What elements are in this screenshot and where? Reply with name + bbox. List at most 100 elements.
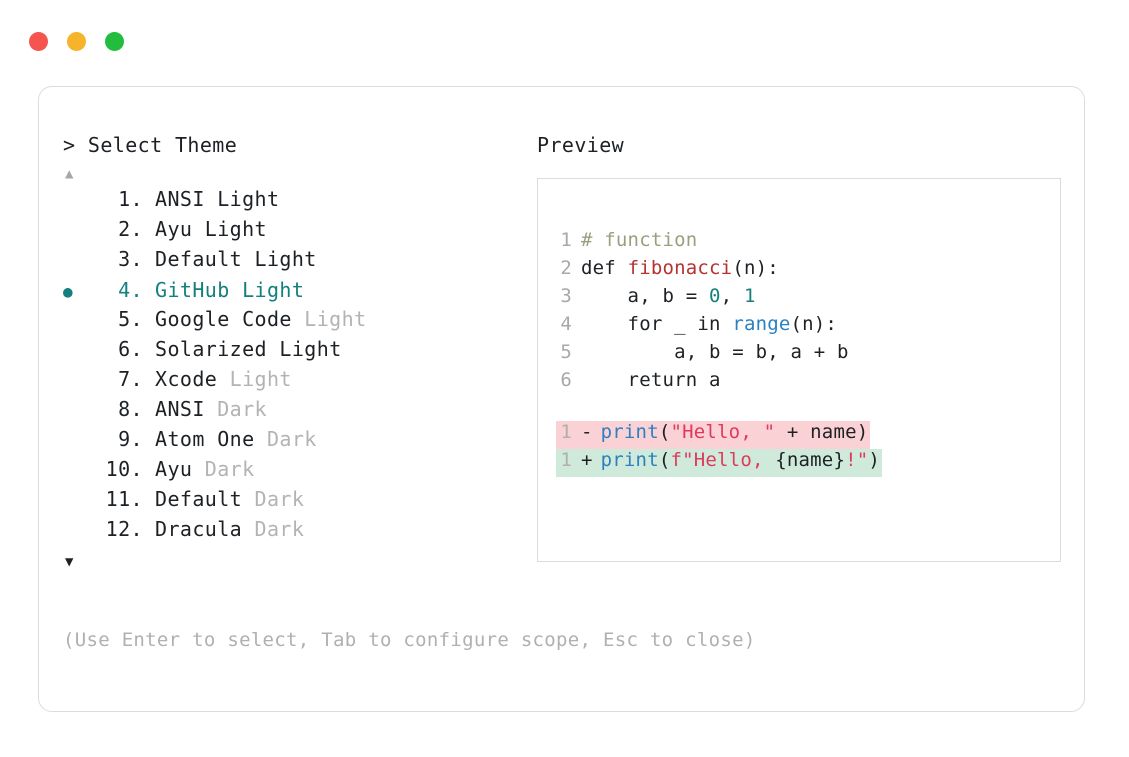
theme-item-index: 11.	[105, 487, 143, 511]
line-number: 1	[560, 229, 572, 251]
theme-item-name: Atom One	[155, 427, 255, 451]
theme-item-index: 9.	[118, 427, 143, 451]
code-line: 6 return a	[556, 369, 1060, 397]
theme-list-item[interactable]: 11. Default Dark	[63, 487, 533, 517]
theme-item-name: ANSI	[155, 187, 205, 211]
theme-item-variant: Light	[229, 278, 305, 302]
theme-item-variant: Dark	[242, 517, 305, 541]
code-line-text: for _ in range(n):	[581, 313, 837, 335]
window-controls	[29, 32, 124, 51]
theme-list-item[interactable]: 2.Ayu Light	[63, 217, 533, 247]
code-token: (	[658, 421, 671, 443]
theme-item-index: 12.	[105, 517, 143, 541]
line-number: 4	[560, 313, 572, 335]
line-number: 2	[560, 257, 572, 279]
scroll-down-icon[interactable]: ▼	[65, 554, 74, 570]
diff-block: 1-print("Hello, " + name)1+print(f"Hello…	[556, 421, 1060, 477]
theme-list-item[interactable]: 12.Dracula Dark	[63, 517, 533, 547]
line-number: 5	[560, 341, 572, 363]
theme-item-variant: Dark	[204, 397, 267, 421]
code-line: 4 for _ in range(n):	[556, 313, 1060, 341]
theme-list-item[interactable]: 7.Xcode Light	[63, 367, 533, 397]
theme-item-index: 8.	[118, 397, 143, 421]
diff-sign: -	[581, 421, 593, 443]
code-line: 1 # function	[556, 229, 1060, 257]
code-token: def	[581, 257, 628, 279]
code-line-text: def fibonacci(n):	[581, 257, 779, 279]
code-token: f"Hello,	[670, 449, 776, 471]
code-token: range	[732, 313, 791, 335]
theme-item-index: 1.	[118, 187, 143, 211]
theme-item-variant: Light	[291, 307, 367, 331]
line-number: 1	[560, 449, 572, 471]
theme-item-variant: Light	[192, 217, 267, 241]
close-button[interactable]	[29, 32, 48, 51]
theme-item-variant: Light	[204, 187, 280, 211]
code-token: 1	[743, 285, 756, 307]
theme-list-item[interactable]: 10. Ayu Dark	[63, 457, 533, 487]
diff-line-added: 1+print(f"Hello, {name}!")	[556, 449, 883, 477]
minimize-button[interactable]	[67, 32, 86, 51]
line-number: 1	[560, 421, 572, 443]
theme-item-index: 10.	[105, 457, 143, 481]
code-token: (n):	[732, 257, 779, 279]
code-token: a, b = b, a + b	[581, 341, 849, 363]
code-line-text: a, b = 0, 1	[581, 285, 756, 307]
code-token: )	[868, 449, 881, 471]
theme-list-item[interactable]: 3. Default Light	[63, 247, 533, 277]
theme-item-index: 3.	[118, 247, 143, 271]
code-token: print	[600, 421, 659, 443]
code-token: (	[658, 449, 671, 471]
code-token: # function	[581, 229, 698, 251]
theme-item-name: Default	[155, 247, 243, 271]
code-token: 0	[709, 285, 721, 307]
theme-item-name: Ayu	[155, 457, 193, 481]
theme-list-item[interactable]: 8. ANSI Dark	[63, 397, 533, 427]
preview-title: Preview	[537, 133, 625, 157]
code-line: 5 a, b = b, a + b	[556, 341, 1060, 369]
theme-item-index: 2.	[118, 217, 143, 241]
theme-item-variant: Light	[266, 337, 342, 361]
code-line: 3 a, b = 0, 1	[556, 285, 1060, 313]
code-token: (n):	[790, 313, 838, 335]
theme-item-index: 6.	[118, 337, 143, 361]
theme-list-item[interactable]: 6.Solarized Light	[63, 337, 533, 367]
theme-item-variant: Light	[242, 247, 317, 271]
code-token: !"	[845, 449, 869, 471]
code-token: return a	[581, 369, 721, 391]
diff-line-wrapper: 1-print("Hello, " + name)	[556, 421, 1060, 449]
theme-item-variant: Light	[217, 367, 292, 391]
code-token: + name)	[775, 421, 869, 443]
scroll-up-icon[interactable]: ▲	[65, 166, 74, 182]
diff-line-text: print("Hello, " + name)	[601, 421, 869, 443]
theme-list-item[interactable]: 9. Atom One Dark	[63, 427, 533, 457]
theme-item-variant: Dark	[192, 457, 255, 481]
code-token: print	[600, 449, 659, 471]
theme-item-name: GitHub	[155, 278, 230, 302]
theme-item-name: Default	[155, 487, 243, 511]
line-number: 6	[560, 369, 572, 391]
diff-line-wrapper: 1+print(f"Hello, {name}!")	[556, 449, 1060, 477]
theme-list-item[interactable]: 5.Google Code Light	[63, 307, 533, 337]
theme-list-item[interactable]: 1. ANSI Light	[63, 187, 533, 217]
line-number: 3	[560, 285, 572, 307]
theme-list-item[interactable]: ● 4. GitHub Light	[63, 277, 533, 307]
selection-bullet-icon: ●	[63, 282, 74, 301]
code-line-text: # function	[581, 229, 697, 251]
diff-line-removed: 1-print("Hello, " + name)	[556, 421, 871, 449]
code-line-text: a, b = b, a + b	[581, 341, 849, 363]
theme-item-variant: Dark	[254, 427, 317, 451]
code-token: for _ in	[581, 313, 733, 335]
theme-item-variant: Dark	[242, 487, 305, 511]
maximize-button[interactable]	[105, 32, 124, 51]
code-token: a, b =	[581, 285, 710, 307]
select-theme-prompt: > Select Theme	[63, 133, 238, 157]
theme-item-name: ANSI	[155, 397, 205, 421]
theme-item-index: 4.	[118, 278, 143, 302]
code-token: fibonacci	[627, 257, 733, 279]
theme-item-name: Xcode	[155, 367, 218, 391]
